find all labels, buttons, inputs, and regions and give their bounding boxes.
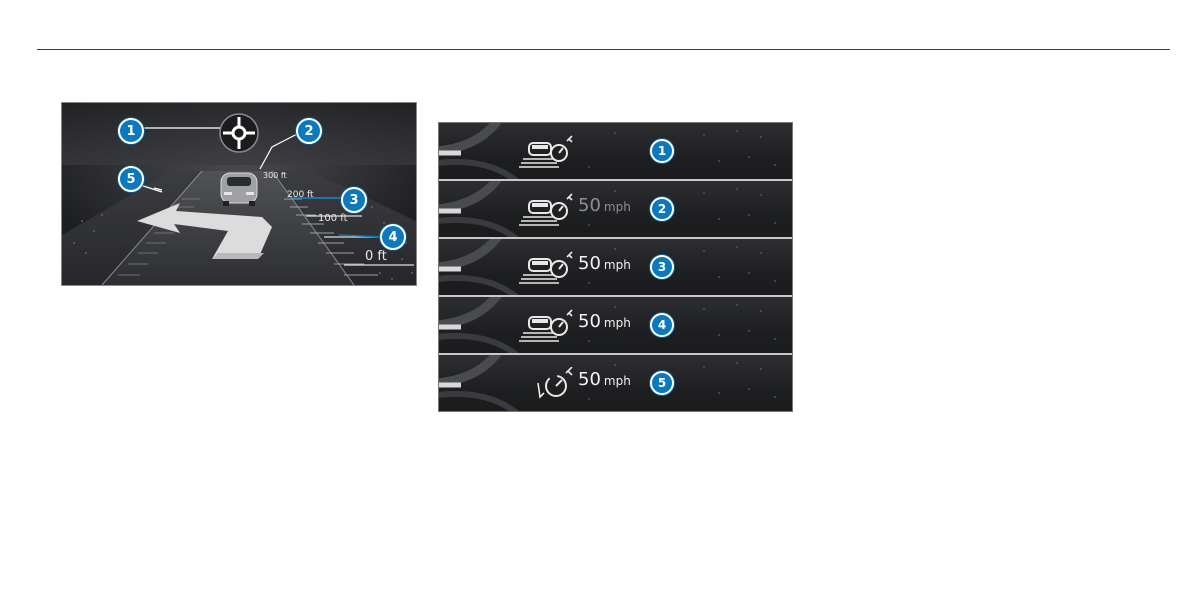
set-speed-value: 50 [578,195,601,216]
header-rule [37,49,1170,50]
callout-marker-5: 5 [650,371,674,395]
distance-pilot-vehicle-detected-icon [517,309,573,343]
vehicle-ahead-icon [221,173,257,206]
set-speed-unit: mph [604,374,631,388]
callout-marker-1: 1 [650,139,674,163]
speedometer-arc [439,123,792,179]
callout-marker-3: 3 [650,255,674,279]
callout-marker-1: 1 [118,118,144,144]
set-speed-unit: mph [604,316,631,330]
callout-marker-4: 4 [380,224,406,250]
callout-marker-2: 2 [296,118,322,144]
set-speed-value: 50 [578,253,601,274]
set-speed-value: 50 [578,369,601,390]
distance-label-100: 100 ft [318,213,348,224]
set-speed-unit: mph [604,200,631,214]
roundabout-icon [220,114,258,152]
callout-marker-2: 2 [650,197,674,221]
callout-marker-3: 3 [341,187,367,213]
callout-marker-4: 4 [650,313,674,337]
set-speed-value: 50 [578,311,601,332]
distance-pilot-vehicle-detected-icon [517,135,573,169]
distance-label-300: 300 ft [263,171,287,180]
callout-marker-5: 5 [118,166,144,192]
distance-label-0: 0 ft [365,249,387,264]
distance-pilot-vehicle-detected-icon [517,193,573,227]
set-speed-unit: mph [604,258,631,272]
distance-label-200: 200 ft [287,190,314,200]
set-speed-readout [578,137,581,158]
status-row-1: 1 [439,123,792,181]
distance-pilot-vehicle-detected-icon [517,251,573,285]
